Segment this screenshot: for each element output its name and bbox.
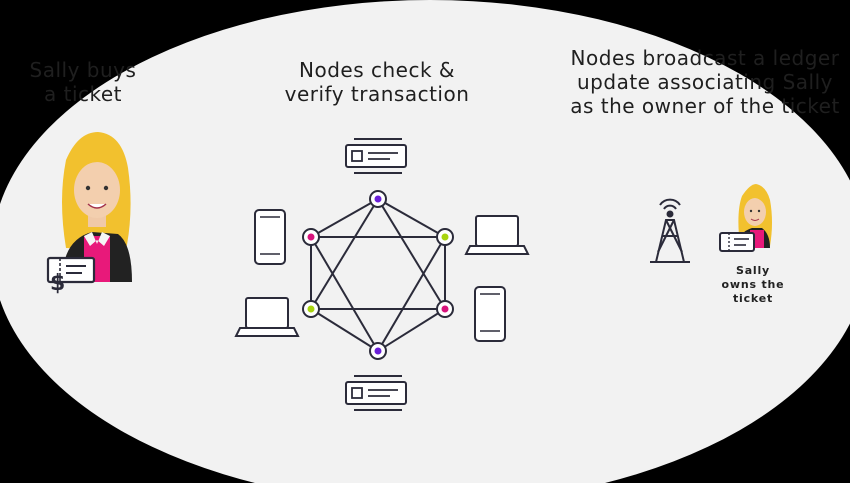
stage1-caption: Sally buys a ticket bbox=[18, 58, 148, 106]
node-upper-right bbox=[436, 228, 454, 246]
laptop-icon-left bbox=[234, 297, 300, 337]
stage3-line1: Nodes broadcast a ledger bbox=[570, 46, 840, 70]
network-nodes bbox=[302, 190, 454, 360]
stage1-line1: Sally buys bbox=[29, 58, 137, 82]
ticket-icon bbox=[719, 232, 755, 252]
phone-icon-left bbox=[254, 209, 286, 265]
node-upper-left bbox=[302, 228, 320, 246]
node-bottom bbox=[369, 342, 387, 360]
broadcast-tower-icon bbox=[650, 198, 690, 263]
svg-text:$: $ bbox=[50, 271, 65, 296]
stage4-line3: ticket bbox=[732, 292, 774, 305]
stage4-caption: Sally owns the ticket bbox=[712, 264, 794, 306]
stage2-caption: Nodes check & verify transaction bbox=[262, 58, 492, 106]
stage4-line1: Sally bbox=[735, 264, 771, 277]
stage3-caption: Nodes broadcast a ledger update associat… bbox=[555, 46, 850, 118]
stage3-line2: update associating Sally bbox=[577, 70, 833, 94]
stage1-line2: a ticket bbox=[43, 82, 123, 106]
node-lower-right bbox=[436, 300, 454, 318]
phone-icon-right bbox=[474, 286, 506, 342]
network-edges bbox=[310, 198, 446, 352]
stage4-line2: owns the bbox=[721, 278, 785, 291]
card-icon-bottom bbox=[345, 375, 407, 411]
dollar-ticket-icon: $ bbox=[46, 256, 96, 296]
node-top bbox=[369, 190, 387, 208]
card-icon-top bbox=[345, 138, 407, 174]
stage3-line3: as the owner of the ticket bbox=[570, 94, 840, 118]
stage2-line2: verify transaction bbox=[284, 82, 470, 106]
laptop-icon-right bbox=[464, 215, 530, 255]
stage2-line1: Nodes check & bbox=[299, 58, 455, 82]
node-lower-left bbox=[302, 300, 320, 318]
